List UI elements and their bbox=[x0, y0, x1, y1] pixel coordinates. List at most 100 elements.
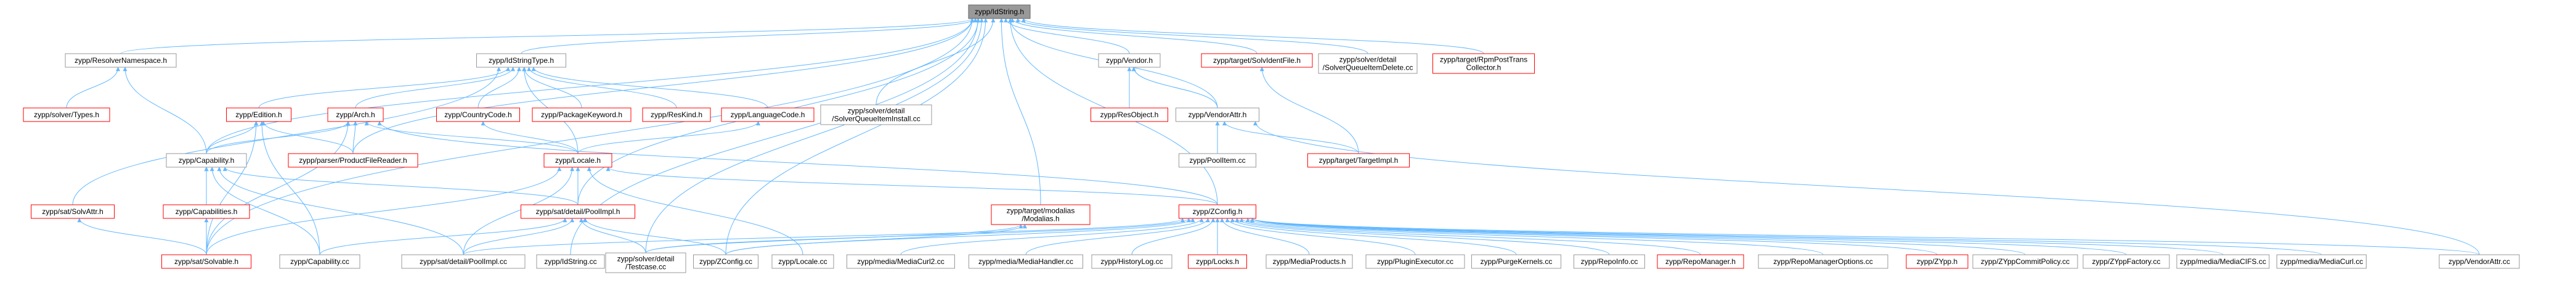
node-repomanager[interactable]: zypp/RepoManager.h bbox=[1657, 254, 1744, 269]
node-historylog[interactable]: zypp/HistoryLog.cc bbox=[1091, 254, 1172, 269]
node-idstringtype[interactable]: zypp/IdStringType.h bbox=[476, 53, 566, 68]
node-zconfig-h[interactable]: zypp/ZConfig.h bbox=[1179, 204, 1256, 219]
node-arch-h[interactable]: zypp/Arch.h bbox=[327, 107, 384, 122]
node-poolitem-cc[interactable]: zypp/PoolItem.cc bbox=[1179, 153, 1256, 168]
edge-package-keyword-to-idstringtype bbox=[522, 67, 582, 109]
node-repomanageroptions-box bbox=[1758, 254, 1888, 269]
edge-rpm-post-trans-to-root bbox=[1021, 18, 1484, 54]
node-idstring-cc[interactable]: zypp/IdString.cc bbox=[536, 254, 605, 269]
edge-locale-h-to-arch-h bbox=[364, 121, 579, 154]
edge-testcase-to-zconfig-h bbox=[645, 218, 1191, 254]
node-capability-h[interactable]: zypp/Capability.h bbox=[166, 153, 247, 168]
node-vendorattr-cc[interactable]: zypp/VendorAttr.cc bbox=[2439, 254, 2520, 269]
node-locale-cc[interactable]: zypp/Locale.cc bbox=[771, 254, 834, 269]
edge-repoinfo-to-zconfig-h bbox=[1235, 218, 1610, 255]
edge-testcase-to-poolimpl-h bbox=[579, 218, 646, 254]
node-locale-h[interactable]: zypp/Locale.h bbox=[543, 153, 612, 168]
node-modalias[interactable]: zypp/target/modalias/Modalias.h bbox=[991, 204, 1091, 225]
node-rpm-post-trans-label: zypp/target/RpmPostTrans bbox=[1440, 56, 1527, 64]
edge-arch-h-to-idstringtype bbox=[355, 67, 516, 109]
node-package-keyword[interactable]: zypp/PackageKeyword.h bbox=[532, 107, 632, 122]
node-zypp-h[interactable]: zypp/ZYpp.h bbox=[1906, 254, 1969, 269]
node-solvattr[interactable]: zypp/sat/SolvAttr.h bbox=[31, 204, 115, 219]
node-vendor-h-box bbox=[1098, 53, 1161, 68]
edge-poolimpl-h-to-capability-h bbox=[222, 167, 579, 205]
node-zyppfactory[interactable]: zypp/ZYppFactory.cc bbox=[2082, 254, 2170, 269]
node-mediacurl2-box bbox=[847, 254, 955, 269]
node-poolimpl-cc-box bbox=[401, 254, 526, 269]
node-solver-install-label: /SolverQueueItemInstall.cc bbox=[832, 115, 920, 123]
node-edition-h-label: zypp/Edition.h bbox=[235, 110, 282, 119]
edge-vendor-h-to-root bbox=[1004, 18, 1130, 54]
node-pluginexecutor-label: zypp/PluginExecutor.cc bbox=[1377, 257, 1453, 266]
edge-zconfig-h-to-locale-h bbox=[606, 167, 1218, 205]
node-root-label: zypp/IdString.h bbox=[975, 7, 1024, 16]
edge-locale-cc-to-locale-h bbox=[587, 167, 803, 255]
node-countrycode[interactable]: zypp/CountryCode.h bbox=[436, 107, 520, 122]
node-commitpolicy[interactable]: zypp/ZYppCommitPolicy.cc bbox=[1972, 254, 2078, 269]
node-solver-delete-label: /SolverQueueItemDelete.cc bbox=[1323, 64, 1413, 72]
node-solvable[interactable]: zypp/sat/Solvable.h bbox=[161, 254, 251, 269]
node-testcase-label: zypp/solver/detail bbox=[617, 255, 675, 263]
edge-poolimpl-cc-to-capability-h bbox=[217, 167, 464, 255]
node-locale-cc-box bbox=[771, 254, 834, 269]
node-target-impl[interactable]: zypp/target/TargetImpl.h bbox=[1307, 153, 1410, 168]
node-edition-h[interactable]: zypp/Edition.h bbox=[226, 107, 291, 122]
edge-target-impl-to-solv-ident-file bbox=[1259, 67, 1359, 154]
edge-poolimpl-cc-to-locale-h bbox=[463, 167, 575, 255]
edge-mediacurl2-to-zconfig-h bbox=[900, 218, 1204, 255]
node-mediacurl[interactable]: zypp/media/MediaCurl.cc bbox=[2277, 254, 2367, 269]
node-solvable-label: zypp/sat/Solvable.h bbox=[174, 257, 238, 266]
node-poolimpl-cc[interactable]: zypp/sat/detail/PoolImpl.cc bbox=[401, 254, 526, 269]
node-zconfig-cc[interactable]: zypp/ZConfig.cc bbox=[693, 254, 758, 269]
node-product-file-reader[interactable]: zypp/parser/ProductFileReader.h bbox=[288, 153, 418, 168]
node-locks-label: zypp/Locks.h bbox=[1196, 257, 1239, 266]
edge-countrycode-to-idstringtype bbox=[477, 67, 521, 109]
node-mediaproducts-label: zypp/MediaProducts.h bbox=[1273, 257, 1346, 266]
node-vendor-h[interactable]: zypp/Vendor.h bbox=[1098, 53, 1161, 68]
node-mediacifs-box bbox=[2176, 254, 2270, 269]
node-mediacifs-label: zypp/media/MediaCIFS.cc bbox=[2180, 257, 2266, 266]
node-rpm-post-trans-label: Collector.h bbox=[1466, 64, 1501, 72]
node-countrycode-box bbox=[436, 107, 520, 122]
edge-zypp-h-to-zconfig-h bbox=[1250, 218, 1938, 255]
node-capability-cc-box bbox=[279, 254, 360, 269]
node-root[interactable]: zypp/IdString.h bbox=[968, 4, 1031, 19]
node-testcase[interactable]: zypp/solver/detail/Testcase.cc bbox=[605, 252, 686, 273]
node-solver-install[interactable]: zypp/solver/detail/SolverQueueItemInstal… bbox=[820, 104, 932, 125]
node-mediaproducts[interactable]: zypp/MediaProducts.h bbox=[1266, 254, 1353, 269]
node-locks[interactable]: zypp/Locks.h bbox=[1188, 254, 1247, 269]
node-poolimpl-h[interactable]: zypp/sat/detail/PoolImpl.h bbox=[521, 204, 635, 219]
node-languagecode[interactable]: zypp/LanguageCode.h bbox=[721, 107, 815, 122]
node-solver-types-box bbox=[23, 107, 110, 122]
node-pluginexecutor[interactable]: zypp/PluginExecutor.cc bbox=[1365, 254, 1465, 269]
node-capability-cc[interactable]: zypp/Capability.cc bbox=[279, 254, 360, 269]
node-vendorattr-h[interactable]: zypp/VendorAttr.h bbox=[1176, 107, 1259, 122]
node-repoinfo[interactable]: zypp/RepoInfo.cc bbox=[1574, 254, 1645, 269]
node-mediacurl2[interactable]: zypp/media/MediaCurl2.cc bbox=[847, 254, 955, 269]
edge-product-file-reader-to-edition-h bbox=[261, 121, 354, 154]
node-purgekernels[interactable]: zypp/PurgeKernels.cc bbox=[1471, 254, 1561, 269]
node-mediacifs[interactable]: zypp/media/MediaCIFS.cc bbox=[2176, 254, 2270, 269]
node-pluginexecutor-box bbox=[1365, 254, 1465, 269]
node-zconfig-h-box bbox=[1179, 204, 1256, 219]
node-repomanageroptions[interactable]: zypp/RepoManagerOptions.cc bbox=[1758, 254, 1888, 269]
node-capability-h-label: zypp/Capability.h bbox=[179, 156, 235, 165]
node-solv-ident-file[interactable]: zypp/target/SolvIdentFile.h bbox=[1201, 53, 1313, 68]
node-reskind[interactable]: zypp/ResKind.h bbox=[642, 107, 711, 122]
node-solver-delete[interactable]: zypp/solver/detail/SolverQueueItemDelete… bbox=[1318, 53, 1418, 74]
node-locale-h-box bbox=[543, 153, 612, 168]
node-vendorattr-h-box bbox=[1176, 107, 1259, 122]
node-zyppfactory-label: zypp/ZYppFactory.cc bbox=[2092, 257, 2161, 266]
edge-vendorattr-cc-to-zconfig-h bbox=[1250, 218, 2480, 255]
edge-pluginexecutor-to-zconfig-h bbox=[1225, 218, 1416, 255]
node-resobject[interactable]: zypp/ResObject.h bbox=[1091, 107, 1168, 122]
node-solver-types[interactable]: zypp/solver/Types.h bbox=[23, 107, 110, 122]
node-mediahandler[interactable]: zypp/media/MediaHandler.cc bbox=[969, 254, 1083, 269]
node-resolver-namespace[interactable]: zypp/ResolverNamespace.h bbox=[65, 53, 177, 68]
edge-solver-install-to-root bbox=[876, 18, 996, 105]
node-capabilities[interactable]: zypp/Capabilities.h bbox=[163, 204, 250, 219]
edge-solvable-to-locale-h bbox=[206, 167, 562, 255]
